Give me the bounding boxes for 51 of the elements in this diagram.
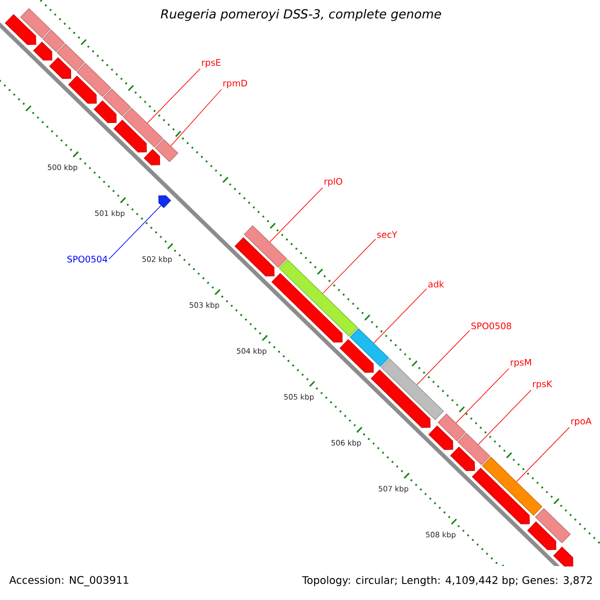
gene-label: rpsM [510, 359, 531, 368]
genome-info-text: Topology: circular; Length: 4,109,442 bp; Genes: 3,872 [302, 576, 592, 586]
gene-label: rpoA [571, 418, 592, 426]
gene-block [370, 369, 430, 428]
gene-block [68, 76, 97, 104]
gene-label: SPO0504 [67, 256, 108, 262]
leader-line [478, 390, 532, 445]
gene-block [158, 195, 172, 208]
leader-line [170, 89, 222, 146]
leader-line [373, 288, 427, 344]
gene-box [56, 43, 85, 72]
gene-box [20, 8, 51, 38]
gene-label: secY [377, 231, 398, 238]
gene-block [340, 339, 374, 373]
gene-block [33, 42, 52, 61]
gene-label: rplO [324, 178, 342, 186]
gene-box [350, 328, 390, 367]
leader-line [322, 238, 376, 294]
leader-line [456, 368, 510, 424]
leader-line [416, 330, 470, 386]
gene-block [144, 149, 160, 166]
gene-block [234, 237, 274, 276]
gene-block [114, 120, 147, 152]
leader-line [269, 187, 323, 242]
leader-line [108, 205, 162, 260]
gene-label: adk [428, 280, 444, 288]
gene-block [94, 100, 117, 123]
gene-block [428, 425, 454, 450]
gene-block [49, 57, 72, 79]
title: Ruegeria pomeroyi DSS-3, complete genome [160, 8, 441, 22]
gene-label: SPO0508 [471, 322, 512, 330]
gene-box [482, 456, 542, 516]
gene-block [271, 273, 343, 342]
gene-block [4, 14, 36, 45]
gene-box [458, 432, 490, 466]
gene-label: rpmD [223, 80, 248, 88]
gene-block [527, 521, 556, 550]
gene-box [535, 508, 571, 544]
gene-box [122, 108, 164, 148]
gene-box [42, 30, 65, 52]
leader-line [516, 427, 570, 482]
gene-box [438, 414, 466, 442]
leader-line [147, 68, 200, 124]
gene-label: rpsK [533, 380, 552, 389]
accession-text: Accession: NC_003911 [9, 576, 128, 586]
gene-box [76, 62, 112, 97]
gene-block [450, 446, 475, 471]
gene-box [278, 259, 358, 337]
gene-box [154, 138, 178, 162]
gene-label: rpsE [202, 59, 220, 68]
gene-block [472, 468, 530, 524]
